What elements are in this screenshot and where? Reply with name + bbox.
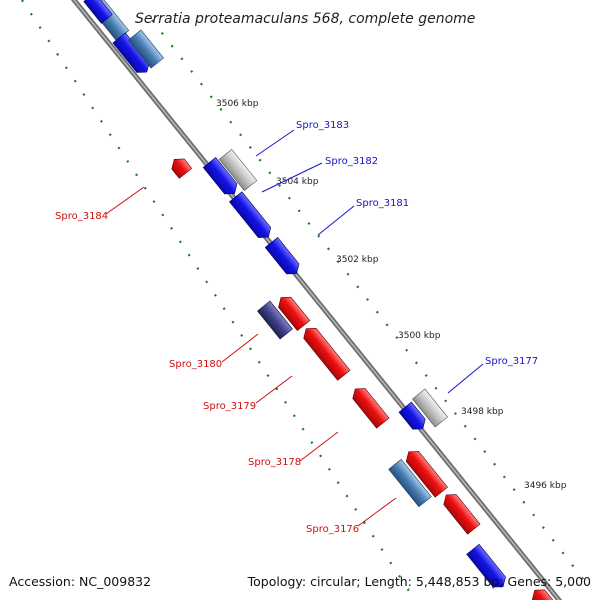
scale-label: 3504 kbp xyxy=(276,177,319,187)
callout-line xyxy=(105,186,145,215)
gene-bottom-blue[interactable] xyxy=(466,543,510,591)
gene-spro-3180-dark[interactable] xyxy=(257,300,293,340)
gene-label-spro-3180[interactable]: Spro_3180 xyxy=(169,359,222,370)
gene-spro-3177[interactable] xyxy=(398,401,429,434)
callout-line xyxy=(357,497,397,527)
gene-spro-3181b[interactable] xyxy=(264,236,303,278)
gene-label-spro-3182[interactable]: Spro_3182 xyxy=(325,156,378,167)
scale-label: 3502 kbp xyxy=(336,255,379,265)
gene-track-outer xyxy=(83,0,510,591)
scale-label: 3506 kbp xyxy=(216,99,259,109)
gene-top-blue[interactable] xyxy=(83,0,113,24)
gene-label-spro-3177[interactable]: Spro_3177 xyxy=(485,356,538,367)
gene-spro-3176[interactable] xyxy=(388,458,432,508)
scale-label: 3496 kbp xyxy=(524,481,567,491)
forward-gene-callouts: Spro_3183 Spro_3182 Spro_3181 Spro_3177 xyxy=(255,120,538,394)
gene-red-bottom[interactable] xyxy=(440,490,481,535)
gene-spro-3184[interactable] xyxy=(168,154,193,179)
gene-label-spro-3181[interactable]: Spro_3181 xyxy=(356,198,409,209)
tick-tracks xyxy=(21,0,591,600)
callout-line xyxy=(299,431,339,462)
map-title: Serratia proteamaculans 568, complete ge… xyxy=(135,11,475,27)
gene-red-corner[interactable] xyxy=(528,585,557,600)
inner-tick-track xyxy=(21,0,416,600)
backbone xyxy=(70,0,563,600)
gene-spro-3180[interactable] xyxy=(275,293,311,332)
accession-text: Accession: NC_009832 xyxy=(9,574,151,589)
reverse-gene-callouts: Spro_3184 Spro_3180 Spro_3179 Spro_3178 … xyxy=(55,186,397,535)
callout-line xyxy=(447,363,484,394)
gene-spro-3179[interactable] xyxy=(300,324,351,381)
gene-label-spro-3179[interactable]: Spro_3179 xyxy=(203,401,256,412)
gene-spro-3182[interactable] xyxy=(202,156,241,198)
gene-label-spro-3183[interactable]: Spro_3183 xyxy=(296,120,349,131)
gene-track-inner xyxy=(168,154,557,600)
callout-line xyxy=(255,375,293,404)
gene-label-spro-3176[interactable]: Spro_3176 xyxy=(306,524,359,535)
callout-line xyxy=(255,129,295,157)
gene-spro-3178[interactable] xyxy=(349,384,390,429)
gene-top-steel-2[interactable] xyxy=(128,29,164,69)
gene-label-spro-3178[interactable]: Spro_3178 xyxy=(248,457,301,468)
gene-spro-3177-grey[interactable] xyxy=(412,388,448,428)
callout-line xyxy=(317,205,355,236)
gene-spro-3181[interactable] xyxy=(229,191,274,243)
gene-spro-3183[interactable] xyxy=(218,148,258,192)
gene-label-spro-3184[interactable]: Spro_3184 xyxy=(55,211,108,222)
scale-labels: 3506 kbp 3504 kbp 3502 kbp 3500 kbp 3498… xyxy=(216,99,567,491)
scale-label: 3498 kbp xyxy=(461,407,504,417)
scale-label: 3500 kbp xyxy=(398,331,441,341)
genome-summary-text: Topology: circular; Length: 5,448,853 bp… xyxy=(247,574,591,589)
callout-line xyxy=(261,162,323,193)
gene-red-3176b[interactable] xyxy=(402,447,448,498)
callout-line xyxy=(221,333,259,363)
